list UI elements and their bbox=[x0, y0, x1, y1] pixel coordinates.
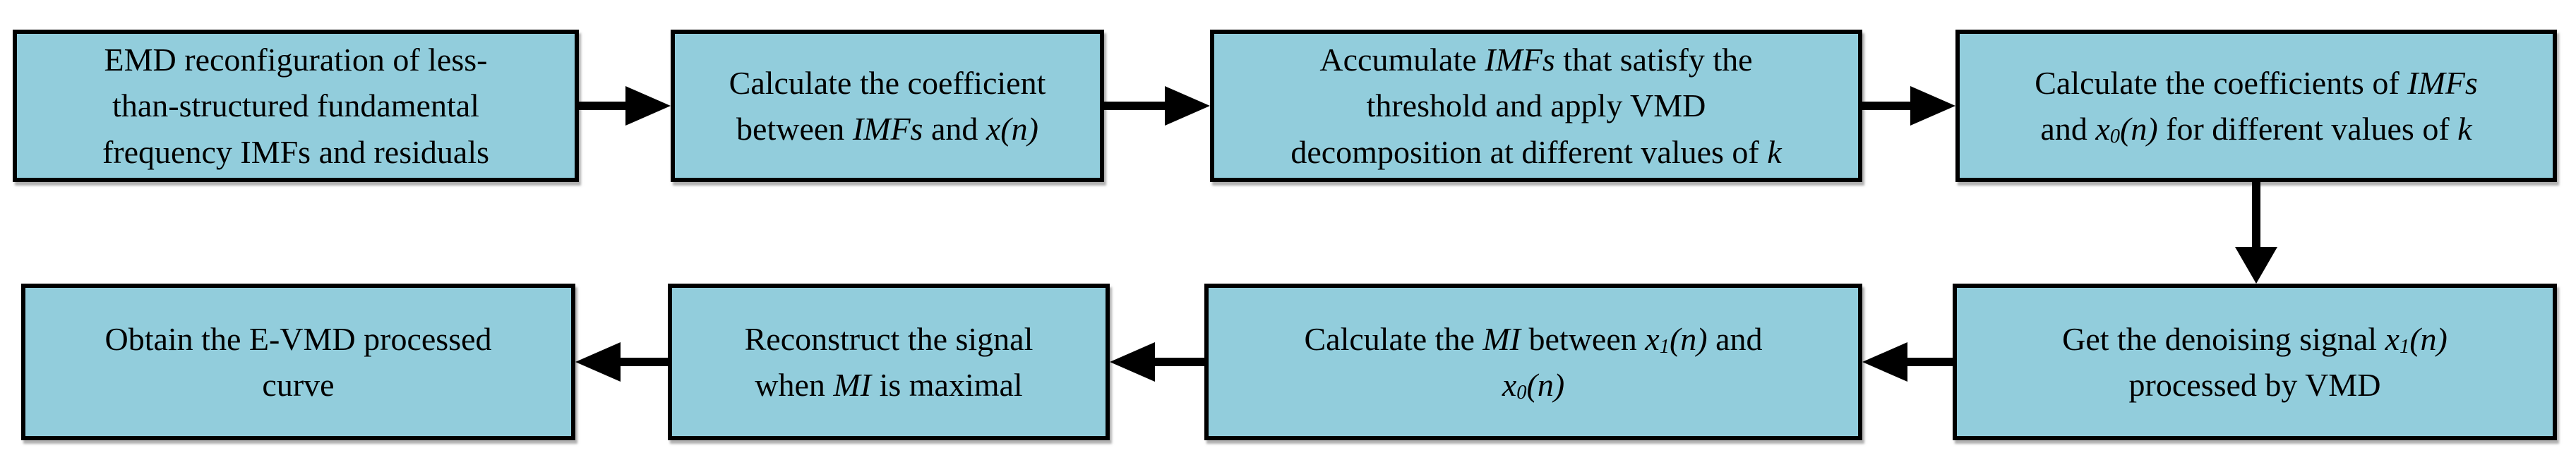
flow-box-calculate-coefficient: Calculate the coefficient between IMFs an… bbox=[671, 30, 1104, 182]
arrow-shaft bbox=[618, 358, 669, 366]
flow-box-calculate-mi: Calculate the MI between x1(n) and x0(n) bbox=[1204, 284, 1862, 440]
box-text-line: Calculate the coefficient bbox=[729, 64, 1046, 101]
box-text-line: Accumulate IMFs that satisfy the bbox=[1319, 42, 1753, 78]
flow-box-denoising-signal-vmd: Get the denoising signal x1(n) processed … bbox=[1953, 284, 2557, 440]
box-text-line: than-structured fundamental bbox=[112, 87, 479, 124]
box-text-line: threshold and apply VMD bbox=[1366, 87, 1706, 124]
arrow-shaft bbox=[1859, 102, 1913, 110]
arrow-down-icon bbox=[2235, 247, 2277, 284]
box-text-line: Get the denoising signal x1(n) bbox=[2062, 320, 2448, 358]
arrow-left-icon bbox=[575, 342, 621, 382]
box-text-line: when MI is maximal bbox=[755, 367, 1023, 403]
arrow-right-icon bbox=[1165, 86, 1210, 126]
box-text-line: decomposition at different values of k bbox=[1290, 133, 1782, 170]
arrow-shaft bbox=[2252, 179, 2260, 248]
arrow-left-icon bbox=[1110, 342, 1155, 382]
arrow-shaft bbox=[576, 102, 628, 110]
box-text-line: Obtain the E-VMD processed bbox=[104, 320, 492, 357]
box-text-line: Calculate the coefficients of IMFs bbox=[2035, 64, 2478, 101]
arrow-right-icon bbox=[625, 86, 671, 126]
flow-box-coefficients-for-k: Calculate the coefficients of IMFs and x0… bbox=[1955, 30, 2557, 182]
box-text-line: EMD reconfiguration of less- bbox=[104, 42, 488, 78]
box-text-line: Reconstruct the signal bbox=[744, 320, 1034, 357]
box-text-line: curve bbox=[262, 367, 335, 403]
arrow-shaft bbox=[1101, 102, 1168, 110]
arrow-shaft bbox=[1152, 358, 1206, 366]
box-text-line: and x0(n) for different values of k bbox=[2040, 111, 2472, 147]
flow-box-reconstruct-signal: Reconstruct the signal when MI is maximal bbox=[668, 284, 1110, 440]
arrow-left-icon bbox=[1862, 342, 1907, 382]
arrow-right-icon bbox=[1910, 86, 1955, 126]
box-text-line: frequency IMFs and residuals bbox=[102, 133, 490, 170]
flow-box-emd-reconfiguration: EMD reconfiguration of less-than-structu… bbox=[13, 30, 579, 182]
arrow-shaft bbox=[1905, 358, 1954, 366]
flow-box-evmd-curve: Obtain the E-VMD processed curve bbox=[21, 284, 575, 440]
box-text-line: x0(n) bbox=[1502, 367, 1565, 404]
flow-box-accumulate-imfs-vmd: Accumulate IMFs that satisfy the threshol… bbox=[1210, 30, 1862, 182]
box-text-line: processed by VMD bbox=[2128, 367, 2381, 403]
box-text-line: Calculate the MI between x1(n) and bbox=[1304, 320, 1763, 358]
box-text-line: between IMFs and x(n) bbox=[736, 111, 1038, 147]
